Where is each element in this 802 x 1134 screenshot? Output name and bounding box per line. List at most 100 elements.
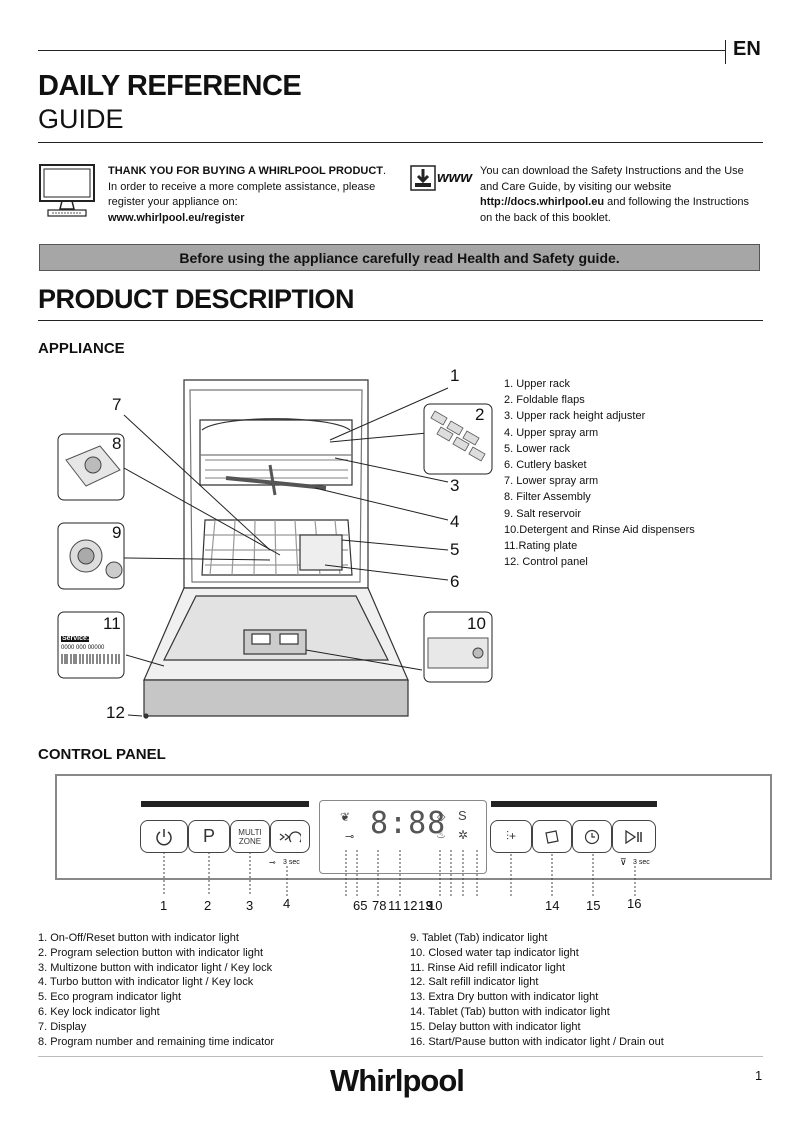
callout-12: 12	[106, 703, 125, 722]
list-item: 7. Display	[38, 1020, 87, 1033]
key-icon: ⊸	[269, 858, 276, 867]
multizone-label-1: MULTI	[238, 827, 262, 837]
callout-2: 2	[475, 405, 485, 424]
salt-label: S	[458, 808, 467, 823]
led-bar-right	[491, 801, 657, 807]
callout-9: 9	[112, 523, 122, 542]
eco-icon: ❦	[340, 810, 351, 824]
whirlpool-logo: Whirlpool	[330, 1063, 465, 1098]
callout-7: 7	[112, 395, 122, 414]
controls-list-left: 1. On-Off/Reset button with indicator li…	[38, 931, 274, 1049]
play-pause-icon	[625, 829, 642, 844]
page-subtitle: GUIDE	[38, 104, 124, 134]
callout-1: 1	[450, 366, 460, 385]
tablet-icon-button	[545, 829, 559, 844]
display-panel	[319, 800, 487, 874]
panel-number-9: 9	[426, 898, 434, 913]
list-item: 3. Upper rack height adjuster	[504, 410, 646, 423]
start-pause-button[interactable]	[612, 820, 656, 853]
list-item: 1. On-Off/Reset button with indicator li…	[38, 932, 239, 944]
clock-icon	[584, 829, 600, 844]
callout-10: 10	[467, 614, 486, 633]
title-rule	[38, 142, 763, 143]
list-item: 2. Foldable flaps	[504, 394, 585, 407]
list-item: 15. Delay button with indicator light	[410, 1020, 581, 1033]
panel-number-2: 2	[204, 898, 212, 913]
callout-5: 5	[450, 540, 460, 559]
panel-number-3: 3	[246, 898, 254, 913]
multizone-button[interactable]: MULTI ZONE	[230, 820, 270, 853]
list-item: 13. Extra Dry button with indicator ligh…	[410, 991, 599, 1004]
callout-3: 3	[450, 476, 460, 495]
program-button[interactable]: P	[188, 820, 230, 853]
docs-link[interactable]: http://docs.whirlpool.eu	[480, 196, 605, 208]
drain-icon: ⊽	[620, 857, 627, 867]
tablet-icon: ◇	[437, 811, 446, 823]
computer-icon	[39, 164, 95, 217]
intro-right: You can download the Safety Instructions…	[480, 164, 764, 226]
section-rule	[38, 320, 763, 321]
callout-4: 4	[450, 512, 460, 531]
multizone-label-2: ZONE	[238, 836, 262, 846]
page-number: 1	[755, 1068, 763, 1083]
list-item: 11.Rating plate	[504, 540, 578, 553]
panel-number-13: 13	[418, 898, 433, 913]
list-item: 12. Control panel	[504, 556, 588, 569]
delay-button[interactable]	[572, 820, 612, 853]
list-item: 6. Key lock indicator light	[38, 1005, 160, 1018]
list-item: 8. Filter Assembly	[504, 491, 591, 504]
callout-6: 6	[450, 572, 460, 591]
keylock-indicator-icon: ⊸	[345, 831, 355, 843]
list-item: 4. Turbo button with indicator light / K…	[38, 976, 254, 989]
tablet-button[interactable]	[532, 820, 572, 853]
callout-11: 11	[103, 614, 121, 633]
safety-banner: Before using the appliance carefully rea…	[39, 244, 760, 271]
dishwasher-illustration	[57, 379, 493, 719]
keylock-hint: 3 sec	[283, 859, 300, 866]
callout-8: 8	[112, 434, 122, 453]
top-rule	[38, 50, 726, 51]
intro-left: THANK YOU FOR BUYING A WHIRLPOOL PRODUCT…	[108, 164, 396, 226]
list-item: 5. Eco program indicator light	[38, 991, 182, 1004]
register-link[interactable]: www.whirlpool.eu/register	[108, 211, 245, 224]
list-item: 10. Closed water tap indicator light	[410, 946, 579, 959]
control-panel-heading: CONTROL PANEL	[38, 746, 166, 763]
list-item: 6. Cutlery basket	[504, 459, 587, 472]
intro-right-text1: You can download the Safety Instructions…	[480, 165, 744, 193]
list-item: 3. Multizone button with indicator light…	[38, 961, 273, 974]
footer-rule	[38, 1056, 763, 1057]
turbo-button[interactable]	[270, 820, 310, 853]
intro-left-text: . In order to receive a more complete as…	[108, 165, 387, 208]
rating-plate-label: Service:	[62, 635, 90, 642]
control-panel-leaders	[163, 850, 636, 896]
list-item: 9. Tablet (Tab) indicator light	[410, 932, 548, 944]
water-tap-icon: ♨	[436, 829, 446, 841]
panel-number-10: 10	[428, 898, 443, 913]
list-item: 1. Upper rack	[504, 378, 571, 390]
panel-number-16: 16	[627, 896, 642, 911]
panel-number-78: 78	[372, 898, 387, 913]
display-digits: 8:88	[370, 806, 447, 841]
power-icon	[156, 828, 172, 845]
list-item: 14. Tablet (Tab) button with indicator l…	[410, 1005, 610, 1018]
on-off-button[interactable]	[140, 820, 188, 853]
panel-number-14: 14	[545, 898, 560, 913]
panel-number-12: 12	[403, 898, 418, 913]
list-item: 4. Upper spray arm	[504, 426, 599, 439]
list-item: 9. Salt reservoir	[504, 507, 582, 520]
lang-divider	[725, 40, 726, 64]
rinse-aid-icon: ✲	[458, 828, 469, 842]
extra-dry-icon: ⫶+	[505, 829, 516, 843]
panel-number-1: 1	[160, 898, 168, 913]
drain-hint: 3 sec	[633, 859, 650, 866]
language-label: EN	[733, 38, 761, 60]
appliance-parts-list: 1. Upper rack 2. Foldable flaps 3. Upper…	[504, 376, 695, 570]
download-icon	[410, 165, 436, 191]
extra-dry-button[interactable]: ⫶+	[490, 820, 532, 853]
rating-plate-code: 0000 000 00000	[61, 645, 105, 651]
list-item: 11. Rinse Aid refill indicator light	[410, 961, 566, 974]
intro-left-bold: THANK YOU FOR BUYING A WHIRLPOOL PRODUCT	[108, 165, 383, 177]
controls-list-right: 9. Tablet (Tab) indicator light 10. Clos…	[410, 931, 664, 1049]
list-item: 12. Salt refill indicator light	[410, 976, 539, 989]
list-item: 8. Program number and remaining time ind…	[38, 1035, 275, 1048]
